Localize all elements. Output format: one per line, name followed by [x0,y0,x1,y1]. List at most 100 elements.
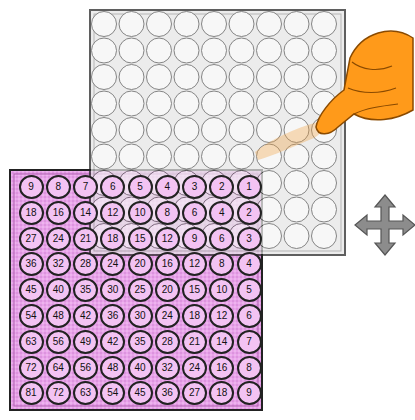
table-number: 8 [55,182,61,192]
table-number: 48 [53,311,64,321]
number-circle: 24 [155,304,180,328]
table-number: 20 [162,285,173,295]
number-circle: 40 [46,278,71,302]
table-number: 54 [107,388,118,398]
number-circle: 42 [73,304,98,328]
number-circle: 14 [73,201,98,225]
table-number: 3 [192,182,198,192]
number-circle: 24 [182,356,207,380]
table-number: 5 [246,285,252,295]
number-circle: 6 [182,201,207,225]
number-circle: 16 [209,356,234,380]
number-circle: 56 [46,330,71,354]
move-arrows [355,195,415,255]
number-circle: 3 [182,175,207,199]
table-number: 24 [107,259,118,269]
number-circle: 14 [209,330,234,354]
number-circle: 10 [128,201,153,225]
table-number: 45 [25,285,36,295]
table-number: 2 [246,208,252,218]
number-circle: 28 [155,330,180,354]
table-number: 8 [219,259,225,269]
number-circle: 63 [19,330,44,354]
table-number: 14 [80,208,91,218]
number-circle: 12 [155,227,180,251]
table-number: 15 [189,285,200,295]
number-circle: 24 [46,227,71,251]
table-number: 28 [80,259,91,269]
number-circle: 1 [237,175,262,199]
table-number: 32 [162,363,173,373]
table-number: 72 [53,388,64,398]
number-circle: 21 [73,227,98,251]
number-circle: 5 [128,175,153,199]
table-number: 36 [162,388,173,398]
table-number: 32 [53,259,64,269]
table-number: 1 [246,182,252,192]
table-number: 6 [219,234,225,244]
table-number: 8 [164,208,170,218]
number-circle: 48 [100,356,125,380]
table-number: 21 [189,337,200,347]
table-number: 56 [80,363,91,373]
table-number: 42 [107,337,118,347]
number-circle: 45 [19,278,44,302]
table-number: 27 [189,388,200,398]
table-number: 18 [25,208,36,218]
table-number: 36 [25,259,36,269]
number-circle: 21 [182,330,207,354]
number-circle: 9 [237,381,262,405]
table-number: 14 [216,337,227,347]
number-circle: 36 [155,381,180,405]
table-number: 6 [246,311,252,321]
number-circle: 3 [237,227,262,251]
table-number: 10 [134,208,145,218]
number-circle: 42 [100,330,125,354]
table-number: 9 [246,388,252,398]
number-circle: 6 [237,304,262,328]
table-number: 72 [25,363,36,373]
number-circle: 30 [128,304,153,328]
table-number: 20 [134,259,145,269]
number-circle: 4 [209,201,234,225]
table-number: 25 [134,285,145,295]
number-circle: 7 [237,330,262,354]
number-circle: 72 [19,356,44,380]
number-circle: 6 [209,227,234,251]
number-circle: 20 [155,278,180,302]
table-number: 24 [53,234,64,244]
number-circle: 16 [46,201,71,225]
table-number: 36 [107,311,118,321]
table-number: 27 [25,234,36,244]
number-circle: 18 [182,304,207,328]
number-circle: 8 [155,201,180,225]
number-circle: 2 [237,201,262,225]
table-number: 5 [137,182,143,192]
number-circle: 48 [46,304,71,328]
table-number: 21 [80,234,91,244]
table-number: 42 [80,311,91,321]
number-circle: 8 [46,175,71,199]
number-circle: 9 [182,227,207,251]
number-circle: 18 [19,201,44,225]
number-circle: 9 [19,175,44,199]
table-number: 9 [192,234,198,244]
table-number: 7 [83,182,89,192]
table-number: 30 [134,311,145,321]
table-number: 4 [246,259,252,269]
table-number: 4 [219,208,225,218]
number-circle: 45 [128,381,153,405]
table-number: 12 [107,208,118,218]
table-number: 12 [162,234,173,244]
number-circle: 18 [100,227,125,251]
number-circle: 4 [155,175,180,199]
table-number: 9 [28,182,34,192]
table-number: 16 [216,363,227,373]
table-number: 35 [80,285,91,295]
number-circle: 8 [237,356,262,380]
table-number: 40 [134,363,145,373]
table-number: 30 [107,285,118,295]
table-number: 2 [219,182,225,192]
table-number: 54 [25,311,36,321]
table-number: 3 [246,234,252,244]
